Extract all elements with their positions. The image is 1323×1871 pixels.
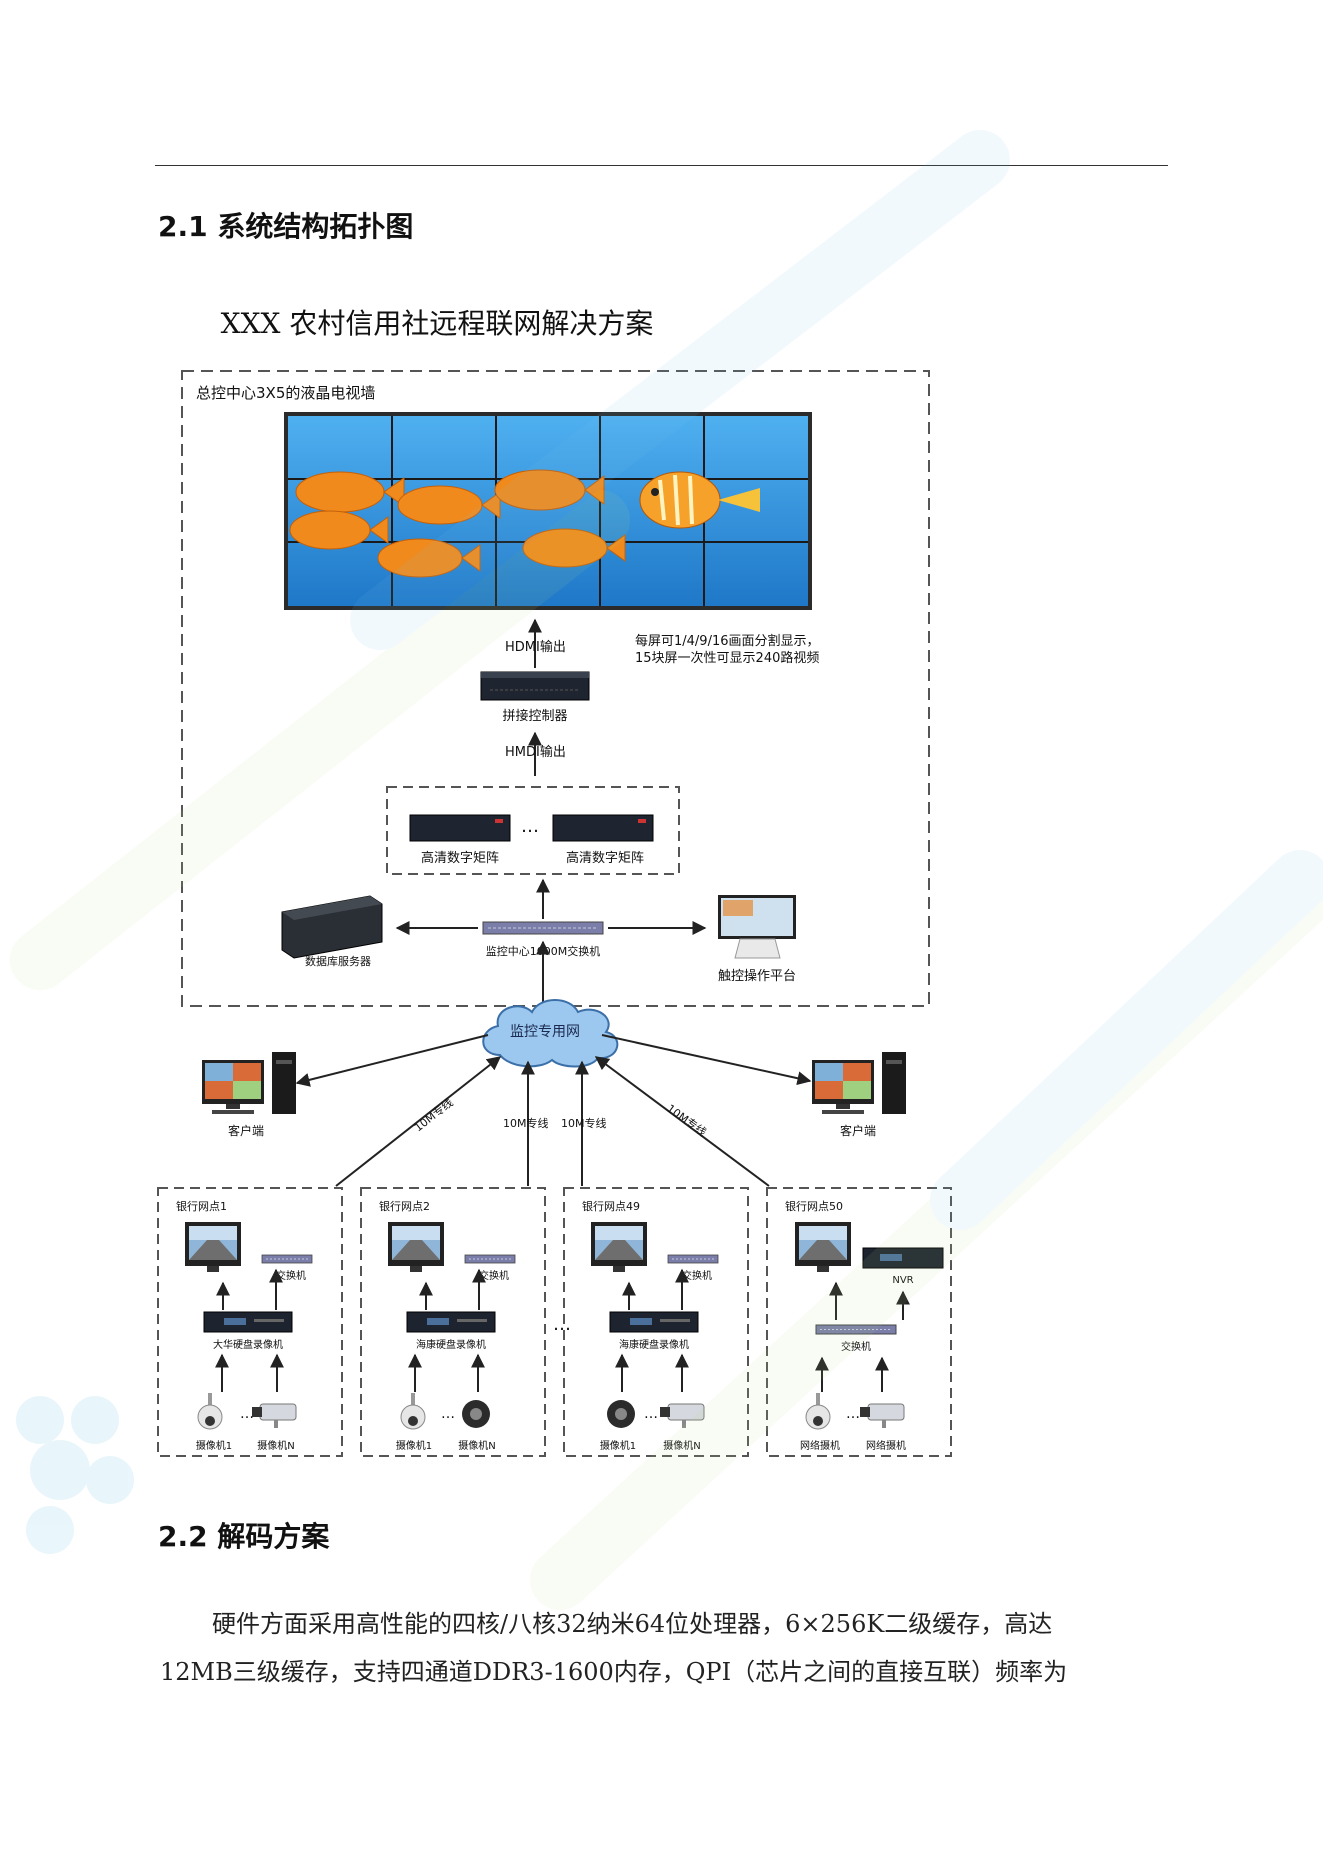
branch-49-name: 银行网点49 [582,1199,640,1213]
branch-1-recorder-label: 大华硬盘录像机 [213,1338,283,1351]
hdmi-output-label-bottom: HMDI输出 [505,744,566,760]
branch-1-switch-label: 交换机 [276,1269,306,1282]
touch-platform [718,895,796,959]
branch-50-cam1-label: 网络摄机 [800,1439,840,1452]
control-center-label: 总控中心3X5的液晶电视墙 [196,384,375,402]
database-server-label: 数据库服务器 [305,954,371,968]
branch-2-ptz-camera-icon [400,1392,426,1430]
video-wall [284,412,812,610]
branch-1-cam-ellipsis: … [240,1406,254,1422]
branch-2-name: 银行网点2 [379,1199,430,1213]
branch-2-monitor [388,1222,444,1272]
splice-controller [480,671,590,701]
branch-50-switch [815,1324,897,1335]
cloud-label: 监控专用网 [510,1024,580,1040]
database-server [281,895,383,959]
branch-50-ptz-camera-icon [805,1392,831,1430]
paragraph-line-2: 12MB三级缓存，支持四通道DDR3-1600内存，QPI（芯片之间的直接互联）… [160,1658,1068,1686]
private-network-cloud [482,999,619,1068]
branch-1-switch [261,1254,313,1264]
branch-50-nvr [862,1247,944,1269]
branch-2-switch [464,1254,516,1264]
branch-49-recorder [609,1311,699,1333]
branch-50-switch-label: 交换机 [841,1340,871,1353]
header-rule [155,165,1168,166]
hd-matrix-a [409,814,511,842]
wall-note-line1: 每屏可1/4/9/16画面分割显示， [635,633,820,649]
client-pc-left [202,1052,296,1114]
link-label-1: 10M专线 [411,1095,455,1134]
branch-49-box-camera-icon [659,1403,705,1429]
branch-1-recorder [203,1311,293,1333]
matrix-group-frame [386,786,680,875]
branch-1-cam1-label: 摄像机1 [196,1439,232,1452]
branch-50-nvr-label: NVR [892,1275,913,1286]
core-switch [482,921,604,935]
branch-2: 银行网点2 交换机 海康硬盘录像机 … 摄像机1 摄像机N [360,1187,546,1457]
client-right-label: 客户端 [840,1123,876,1138]
branch-2-switch-label: 交换机 [479,1269,509,1282]
branch-1-cam2-label: 摄像机N [257,1439,294,1452]
branch-50-monitor [795,1222,851,1272]
matrix-a-label: 高清数字矩阵 [421,850,499,866]
hd-matrix-b [552,814,654,842]
branch-49-cam-ellipsis: … [644,1406,658,1422]
branch-50-cam-ellipsis: … [846,1406,860,1422]
branch-49-monitor [591,1222,647,1272]
matrix-ellipsis: … [521,816,539,837]
client-pc-right [812,1052,906,1114]
branch-49: 银行网点49 交换机 海康硬盘录像机 … 摄像机1 摄像机N [563,1187,749,1457]
branch-2-cam1-label: 摄像机1 [396,1439,432,1452]
branch-50-box-camera-icon [859,1403,905,1429]
client-left-label: 客户端 [228,1123,264,1138]
branch-1-monitor [185,1222,241,1272]
link-label-3: 10M专线 [561,1116,607,1130]
branch-2-cam-ellipsis: … [441,1406,455,1422]
branch-2-recorder [406,1311,496,1333]
branch-1: 银行网点1 交换机 大华硬盘录像机 … 摄像机1 摄像机N [157,1187,343,1457]
branch-2-dome-camera-icon [462,1400,490,1428]
link-label-2: 10M专线 [503,1116,549,1130]
branch-1-ptz-camera-icon [197,1392,223,1430]
branch-49-cam2-label: 摄像机N [663,1439,700,1452]
matrix-b-label: 高清数字矩阵 [566,850,644,866]
hdmi-output-label-top: HDMI输出 [505,639,566,655]
touch-platform-label: 触控操作平台 [718,968,796,984]
branch-1-box-camera-icon [251,1403,297,1429]
link-label-4: 10M专线 [664,1101,709,1139]
branch-2-recorder-label: 海康硬盘录像机 [416,1338,486,1351]
branch-49-switch-label: 交换机 [682,1269,712,1282]
branch-50: 银行网点50 NVR 交换机 … 网络摄机 网络摄机 [766,1187,952,1457]
branch-49-dome-camera-icon [607,1400,635,1428]
branch-49-recorder-label: 海康硬盘录像机 [619,1338,689,1351]
section-heading-decoding: 2.2 解码方案 [158,1520,330,1553]
branch-49-switch [667,1254,719,1264]
splice-controller-label: 拼接控制器 [502,708,567,724]
section-heading-topology: 2.1 系统结构拓扑图 [158,210,414,243]
wall-note-line2: 15块屏一次性可显示240路视频 [635,650,819,666]
branch-1-name: 银行网点1 [176,1199,227,1213]
branch-50-name: 银行网点50 [785,1199,843,1213]
paragraph-line-1: 硬件方面采用高性能的四核/八核32纳米64位处理器，6×256K二级缓存，高达 [212,1610,1053,1638]
branch-49-cam1-label: 摄像机1 [600,1439,636,1452]
branch-50-cam2-label: 网络摄机 [866,1439,906,1452]
branch-ellipsis: … [553,1314,571,1335]
diagram-title: XXX 农村信用社远程联网解决方案 [221,307,654,340]
branch-2-cam2-label: 摄像机N [458,1439,495,1452]
